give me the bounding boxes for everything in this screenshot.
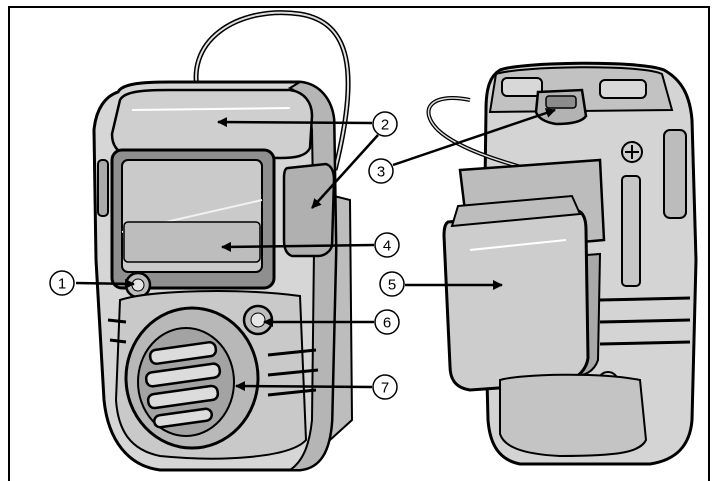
callout-2: 2 (372, 111, 398, 137)
back-device (426, 61, 698, 466)
arrow-4 (221, 241, 375, 252)
arrow-2b (311, 134, 379, 209)
diagram-frame (8, 6, 710, 481)
callout-7-label: 7 (381, 380, 389, 397)
callout-4-label: 4 (383, 238, 391, 255)
callout-4: 4 (374, 232, 400, 258)
arrow-3 (392, 108, 556, 167)
callout-1-label: 1 (58, 276, 66, 293)
callout-7: 7 (372, 374, 398, 400)
front-side-button (282, 162, 336, 258)
callout-5-label: 5 (388, 277, 396, 294)
callout-2-label: 2 (381, 117, 389, 134)
arrow-1 (75, 278, 135, 289)
callout-arrows (75, 108, 556, 392)
callout-6: 6 (374, 309, 400, 335)
alligator-clip-icon (442, 208, 590, 392)
callout-5: 5 (379, 271, 405, 297)
callout-6-label: 6 (383, 315, 391, 332)
front-device (92, 10, 354, 472)
arrow-7 (235, 381, 373, 392)
front-top-cap (110, 88, 314, 160)
callout-3: 3 (368, 158, 394, 184)
callout-1: 1 (49, 270, 75, 296)
screw-icon (621, 141, 643, 163)
arrow-2a (217, 117, 373, 128)
callout-labels: 1 2 3 4 5 6 7 (49, 111, 405, 400)
sensor-grille-icon (144, 341, 222, 429)
callout-3-label: 3 (377, 164, 385, 181)
